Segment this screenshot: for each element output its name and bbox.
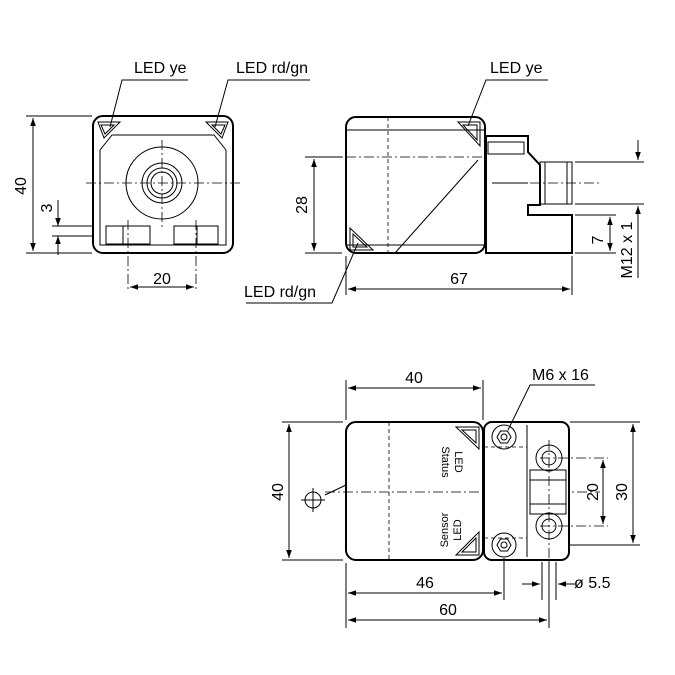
leader-led-rdgn-bottom [246, 242, 359, 304]
top-bracket-slot [529, 469, 567, 515]
front-chamfer [99, 134, 227, 151]
led-window-right [204, 121, 229, 139]
screw-top [491, 424, 517, 450]
screw-top-hex [496, 430, 512, 444]
label-led-ye-right: LED ye [490, 60, 543, 77]
leader-led-rdgn-top [214, 79, 310, 128]
side-bracket [485, 135, 573, 254]
front-inner-frame [99, 150, 227, 246]
front-housing [92, 115, 234, 254]
dim-front-offset: 3 [39, 203, 56, 212]
dim-bracket-height: 30 [614, 483, 631, 501]
status-led-inner [460, 429, 477, 445]
side-led-bottom [349, 226, 375, 251]
led-window-left-inner [100, 124, 116, 135]
dim-hole-spacing: 20 [585, 483, 602, 501]
dim-front-height: 40 [13, 177, 30, 195]
top-view: Status LED Sensor LED [270, 367, 640, 628]
status-led-window [454, 426, 480, 451]
datum-leader [324, 484, 347, 496]
side-led-top-inner [461, 124, 478, 142]
dim-front-width: 20 [153, 271, 171, 288]
dim-side-height: 28 [294, 196, 311, 214]
side-housing [345, 116, 486, 254]
dim-top-46: 46 [416, 575, 434, 592]
front-view: 40 3 20 LED ye LED rd/gn [13, 60, 310, 290]
leader-screw [507, 384, 595, 431]
screw-bottom-center [500, 541, 508, 549]
side-led-top [456, 121, 481, 148]
side-led-bottom-inner [352, 232, 369, 248]
dim-thread: M12 x 1 [619, 221, 636, 278]
side-view: 28 67 7 M12 x 1 LED ye LED rd/gn [244, 60, 644, 304]
dim-top-width: 40 [405, 370, 423, 387]
label-sensor: Sensor [439, 512, 451, 547]
dim-connector-offset: 7 [590, 235, 607, 244]
dim-top-60: 60 [439, 602, 457, 619]
label-status-led: LED [452, 451, 464, 472]
led-window-right-inner [210, 124, 226, 135]
label-led-rdgn-bottom: LED rd/gn [244, 284, 316, 301]
label-status: Status [439, 446, 451, 478]
dim-top-height: 40 [270, 483, 287, 501]
side-bracket-slot [487, 141, 525, 155]
screw-bottom [491, 532, 517, 558]
label-sensor-led: LED [452, 519, 464, 540]
side-diagonal [394, 159, 479, 254]
label-led-rdgn-top: LED rd/gn [236, 60, 308, 77]
dim-side-length: 67 [450, 271, 468, 288]
leader-led-ye-left [109, 79, 188, 128]
screw-top-center [500, 433, 508, 441]
sensor-led-inner [460, 536, 477, 553]
leader-led-ye-right [467, 79, 548, 127]
label-led-ye-left: LED ye [134, 60, 187, 77]
sensor-led-window [454, 530, 480, 556]
dim-hole-diameter: ø 5.5 [574, 575, 611, 592]
led-window-left [97, 121, 122, 139]
screw-bottom-hex [496, 538, 512, 552]
label-screw: M6 x 16 [532, 367, 589, 384]
